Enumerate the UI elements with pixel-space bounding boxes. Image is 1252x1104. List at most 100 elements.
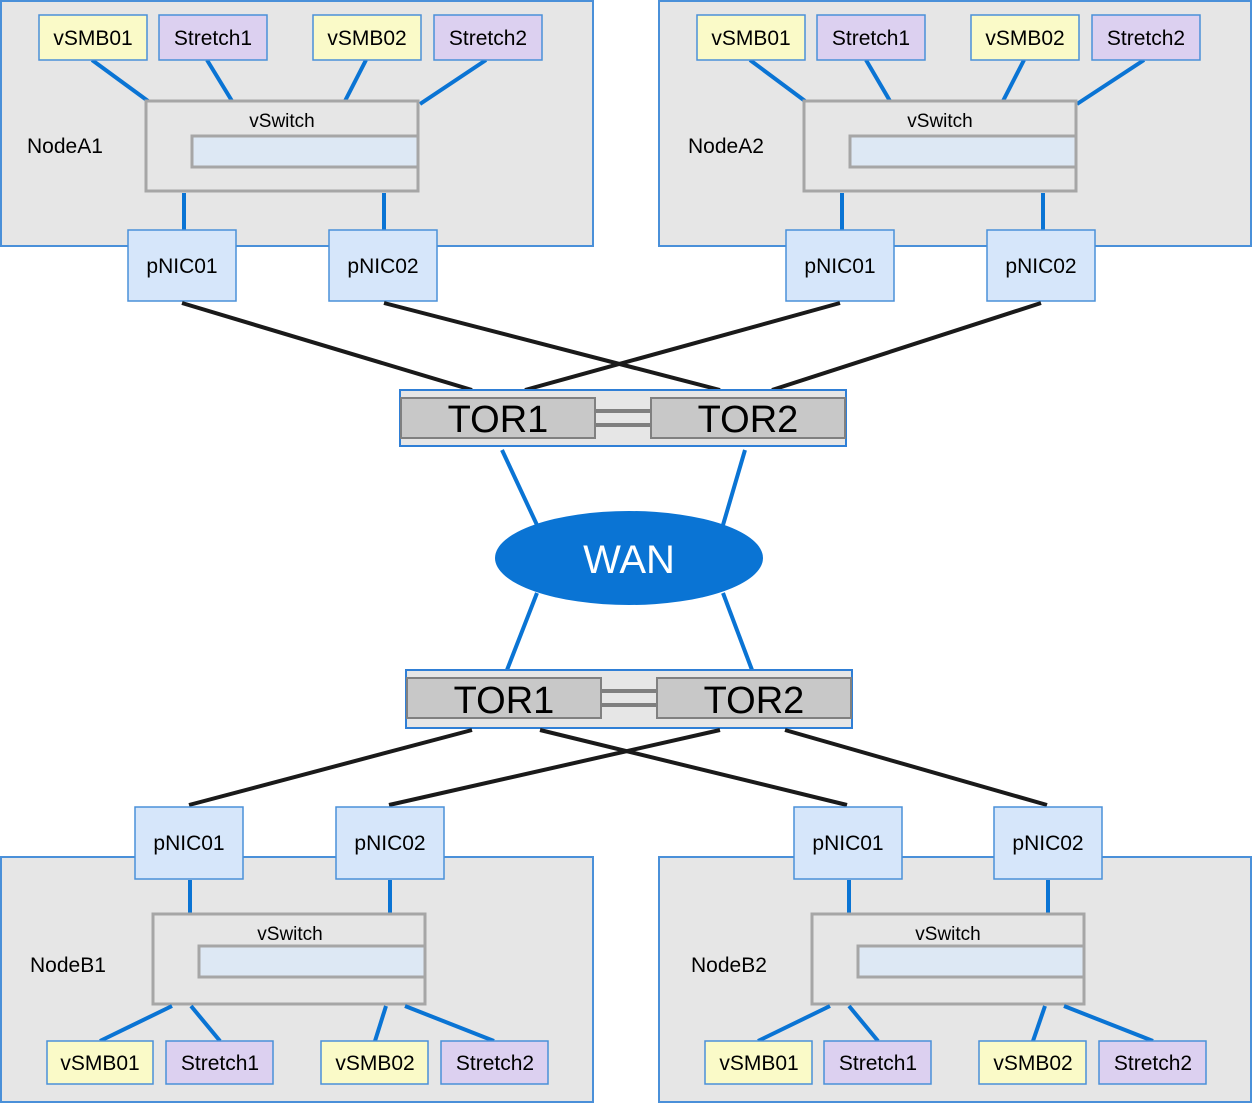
node-a1-vswitch-port	[190, 134, 420, 169]
link-b1-pnic01-tor1	[188, 728, 473, 807]
node-a2-stretch1: Stretch1	[816, 14, 926, 61]
link-a1-vsmb02	[343, 59, 368, 102]
node-a2-label: NodeA2	[688, 135, 764, 158]
node-b2-stretch2-label: Stretch2	[1114, 1052, 1192, 1075]
node-b2-vswitch-port	[856, 944, 1086, 979]
node-a2-vsmb01-label: vSMB01	[711, 27, 790, 50]
node-b1-vsmb01-label: vSMB01	[60, 1052, 139, 1075]
node-b1-stretch1: Stretch1	[165, 1040, 274, 1085]
node-b1-stretch2: Stretch2	[440, 1040, 549, 1085]
node-a1-stretch1-label: Stretch1	[174, 27, 252, 50]
node-b2-vsmb01: vSMB01	[704, 1040, 813, 1085]
link-a1-stretch2	[418, 58, 488, 106]
node-b2-stretch1: Stretch1	[823, 1040, 932, 1085]
node-b1-pnic02: pNIC02	[335, 806, 445, 880]
node-a1-vswitch-label: vSwitch	[249, 111, 314, 132]
top-tor1: TOR1	[400, 397, 596, 441]
node-b1-stretch1-label: Stretch1	[181, 1052, 259, 1075]
node-b1-vsmb02: vSMB02	[320, 1040, 429, 1085]
node-b2-pnic02: pNIC02	[993, 806, 1103, 880]
node-a2-pnic01: pNIC01	[785, 229, 895, 302]
node-b1-pnic01: pNIC01	[134, 806, 244, 880]
link-b1-stretch2	[404, 1004, 495, 1043]
node-a1-vsmb01-label: vSMB01	[53, 27, 132, 50]
link-b2-pnic02-tor2	[784, 728, 1048, 807]
link-b1-vsmb01	[99, 1004, 173, 1043]
node-a1-pnic01: pNIC01	[127, 229, 237, 302]
node-b2-stretch1-label: Stretch1	[839, 1052, 917, 1075]
node-a1-vsmb01: vSMB01	[38, 14, 148, 61]
wan-links	[500, 449, 754, 671]
link-a2-pnic01-tor1	[524, 301, 841, 392]
bottom-uplinks	[188, 728, 1048, 807]
link-a2-vsmb02	[1001, 59, 1026, 102]
bottom-tor1: TOR1	[406, 677, 602, 722]
link-b2-vsmb02	[1031, 1005, 1047, 1042]
link-wan-bottom-tor2	[721, 592, 754, 671]
node-a1-vsmb02-label: vSMB02	[327, 27, 406, 50]
node-a2-vsmb02-label: vSMB02	[985, 27, 1064, 50]
node-b1-label: NodeB1	[30, 954, 106, 977]
node-a2-stretch1-label: Stretch1	[832, 27, 910, 50]
node-a1-pnic02-label: pNIC02	[347, 255, 418, 278]
node-a1: NodeA1 vSwitch vSMB01 Stretch1 vSMB02 St…	[0, 0, 594, 302]
bottom-tor1-label: TOR1	[454, 680, 555, 722]
bottom-tor-pair: TOR1 TOR2	[405, 669, 853, 729]
link-a2-stretch1	[864, 58, 892, 103]
link-wan-bottom-tor1	[505, 592, 539, 671]
node-a1-vsmb02: vSMB02	[312, 14, 422, 61]
node-b2-pnic02-label: pNIC02	[1012, 832, 1083, 855]
node-b1-stretch2-label: Stretch2	[456, 1052, 534, 1075]
node-a1-label: NodeA1	[27, 135, 103, 158]
node-b2-label: NodeB2	[691, 954, 767, 977]
node-b2: NodeB2 vSwitch pNIC01 pNIC02 vSMB01 Stre…	[658, 806, 1252, 1103]
link-top-tor2-wan	[721, 449, 747, 526]
node-a2-pnic02-label: pNIC02	[1005, 255, 1076, 278]
link-b2-stretch1	[847, 1004, 880, 1043]
bottom-tor2: TOR2	[656, 677, 852, 722]
link-top-tor1-wan	[500, 449, 539, 526]
node-a2-vswitch-label: vSwitch	[907, 111, 972, 132]
top-tor-pair: TOR1 TOR2	[399, 389, 847, 447]
node-b1: NodeB1 vSwitch pNIC01 pNIC02 vSMB01 Stre…	[0, 806, 594, 1103]
top-tor1-label: TOR1	[448, 399, 549, 441]
wan-cloud: WAN	[495, 511, 763, 605]
node-b2-vswitch-label: vSwitch	[915, 924, 980, 945]
bottom-tor2-label: TOR2	[704, 680, 805, 722]
node-a1-stretch1: Stretch1	[158, 14, 268, 61]
node-b2-stretch2: Stretch2	[1098, 1040, 1207, 1085]
node-b2-vsmb01-label: vSMB01	[719, 1052, 798, 1075]
wan-label: WAN	[583, 538, 675, 582]
node-b1-vswitch-label: vSwitch	[257, 924, 322, 945]
node-a2-stretch2-label: Stretch2	[1107, 27, 1185, 50]
link-a1-pnic01-tor1	[181, 301, 473, 392]
link-b1-vsmb02	[373, 1005, 388, 1042]
link-b1-stretch1	[189, 1004, 222, 1043]
node-a2-pnic01-label: pNIC01	[804, 255, 875, 278]
node-a1-stretch2: Stretch2	[433, 14, 543, 61]
node-a2: NodeA2 vSwitch vSMB01 Stretch1 vSMB02 St…	[658, 0, 1252, 302]
node-a2-vswitch-port	[848, 134, 1078, 169]
node-b2-pnic01-label: pNIC01	[812, 832, 883, 855]
node-b1-vsmb02-label: vSMB02	[335, 1052, 414, 1075]
node-a2-stretch2: Stretch2	[1091, 14, 1201, 61]
top-tor2-label: TOR2	[698, 399, 799, 441]
link-b2-pnic01-tor1	[539, 728, 848, 807]
node-a2-pnic02: pNIC02	[986, 229, 1096, 302]
link-a1-pnic02-tor2	[383, 301, 721, 392]
node-a2-vsmb02: vSMB02	[970, 14, 1080, 61]
node-a1-pnic02: pNIC02	[328, 229, 438, 302]
node-b2-vsmb02: vSMB02	[978, 1040, 1087, 1085]
node-b1-pnic01-label: pNIC01	[153, 832, 224, 855]
link-a1-stretch1	[205, 58, 234, 103]
node-a1-pnic01-label: pNIC01	[146, 255, 217, 278]
link-a2-stretch2	[1075, 58, 1146, 106]
node-b1-vswitch-port	[197, 944, 427, 979]
top-uplinks	[181, 301, 1042, 392]
link-a2-vsmb01	[748, 58, 807, 103]
node-b2-pnic01: pNIC01	[793, 806, 903, 880]
node-a2-vsmb01: vSMB01	[696, 14, 806, 61]
node-b2-vsmb02-label: vSMB02	[993, 1052, 1072, 1075]
node-a1-stretch2-label: Stretch2	[449, 27, 527, 50]
